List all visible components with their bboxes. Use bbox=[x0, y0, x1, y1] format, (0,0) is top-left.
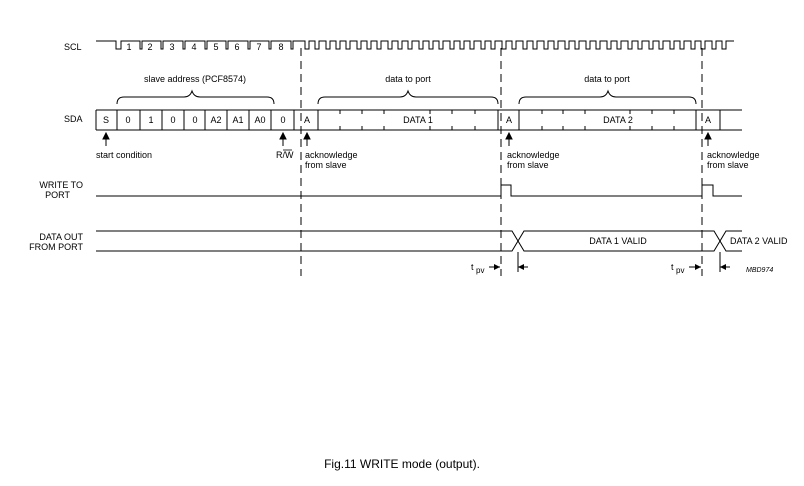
ack2-label-line2: from slave bbox=[507, 160, 549, 170]
scl-pulse-number: 7 bbox=[256, 42, 261, 52]
data-out-label-line2: FROM PORT bbox=[29, 242, 83, 252]
sda-bit: A1 bbox=[232, 115, 243, 125]
brace-data-to-port-1 bbox=[317, 89, 499, 105]
scl-pulse-number: 3 bbox=[169, 42, 174, 52]
sda-label: SDA bbox=[64, 114, 83, 124]
drawing-id: MBD974 bbox=[746, 267, 773, 274]
brace-data-to-port-2-label: data to port bbox=[584, 74, 630, 84]
start-condition-label: start condition bbox=[96, 150, 152, 160]
scl-label: SCL bbox=[64, 42, 82, 52]
scl-pulse-number: 6 bbox=[234, 42, 239, 52]
data-out-label-line1: DATA OUT bbox=[39, 232, 83, 242]
sda-bit: 0 bbox=[192, 115, 197, 125]
rw-label: R/W bbox=[276, 150, 294, 160]
scl-waveform-continuation bbox=[301, 40, 734, 50]
brace-data-to-port-2 bbox=[518, 89, 697, 105]
svg-text:pv: pv bbox=[676, 266, 684, 275]
write-to-port-waveform bbox=[96, 184, 742, 197]
scl-pulse-number: 5 bbox=[213, 42, 218, 52]
data2-valid-label: DATA 2 VALID bbox=[730, 236, 788, 246]
dashed-reference-lines bbox=[300, 48, 703, 276]
brace-slave-address bbox=[116, 89, 275, 105]
sda-field-ack3: A bbox=[705, 115, 711, 125]
write-to-port-label-line2: PORT bbox=[45, 190, 70, 200]
ack1-label-line2: from slave bbox=[305, 160, 347, 170]
sda-bit: A bbox=[304, 115, 310, 125]
sda-bit: A0 bbox=[254, 115, 265, 125]
scl-pulse-number: 1 bbox=[126, 42, 131, 52]
annotation-arrows bbox=[102, 131, 712, 146]
sda-bit: 0 bbox=[125, 115, 130, 125]
tpv-marker-1: t pv bbox=[471, 252, 528, 275]
data1-valid-label: DATA 1 VALID bbox=[589, 236, 647, 246]
sda-bit: S bbox=[103, 115, 109, 125]
svg-text:t: t bbox=[471, 262, 474, 272]
svg-text:t: t bbox=[671, 262, 674, 272]
write-to-port-label-line1: WRITE TO bbox=[39, 180, 83, 190]
brace-slave-address-label: slave address (PCF8574) bbox=[144, 74, 246, 84]
svg-text:pv: pv bbox=[476, 266, 484, 275]
ack1-label-line1: acknowledge bbox=[305, 150, 358, 160]
ack3-label-line1: acknowledge bbox=[707, 150, 760, 160]
sda-bit: A2 bbox=[210, 115, 221, 125]
sda-field-ack2: A bbox=[506, 115, 512, 125]
ack3-label-line2: from slave bbox=[707, 160, 749, 170]
scl-pulse-number: 8 bbox=[278, 42, 283, 52]
ack2-label-line1: acknowledge bbox=[507, 150, 560, 160]
data-out-bus-top bbox=[96, 230, 742, 242]
sda-field-data2: DATA 2 bbox=[603, 115, 633, 125]
scl-pulse-number: 2 bbox=[147, 42, 152, 52]
sda-field-data1: DATA 1 bbox=[403, 115, 433, 125]
scl-waveform bbox=[96, 40, 301, 50]
sda-bit: 0 bbox=[280, 115, 285, 125]
sda-bit-values: S 0 1 0 0 A2 A1 A0 0 A DATA 1 A DATA 2 A bbox=[103, 115, 711, 125]
scl-pulse-number: 4 bbox=[191, 42, 196, 52]
sda-bus bbox=[95, 109, 742, 131]
scl-pulse-numbers: 1 2 3 4 5 6 7 8 bbox=[126, 42, 283, 52]
sda-bit: 1 bbox=[148, 115, 153, 125]
tpv-marker-2: t pv bbox=[671, 252, 730, 275]
brace-data-to-port-1-label: data to port bbox=[385, 74, 431, 84]
data-out-bus-bottom bbox=[96, 240, 742, 252]
sda-bit: 0 bbox=[170, 115, 175, 125]
figure-caption: Fig.11 WRITE mode (output). bbox=[324, 457, 480, 471]
